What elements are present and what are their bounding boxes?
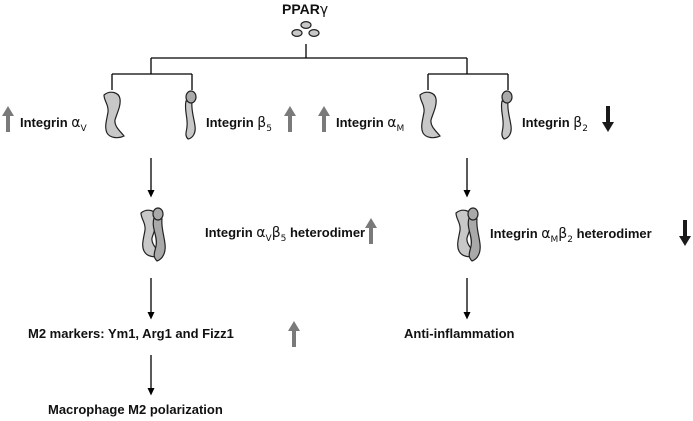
pparg-ligand-icon [291,21,320,38]
m2-markers-arrow-up [288,321,300,347]
integrin-beta-2-protein-icon [500,90,513,140]
tree-connector [111,44,509,90]
integrin-beta-5-protein-icon [184,90,197,140]
integrin-alpha-v-arrow-up [2,106,14,132]
integrin-beta-2-arrow-down [602,106,614,132]
m2-markers-label: M2 markers: Ym1, Arg1 and Fizz1 [28,326,234,341]
macrophage-m2-polarization-label: Macrophage M2 polarization [48,402,223,417]
anti-inflammation-label: Anti-inflammation [404,326,515,341]
integrin-alpha-v-protein-icon [103,91,125,139]
integrin-alpha-v-beta-5-heterodimer-icon [140,207,166,262]
integrin-alpha-v-beta-5-heterodimer-label: Integrin αVβ5 heterodimer [205,225,365,244]
pparg-title: PPARγ [282,1,328,18]
integrin-alpha-m-arrow-up [318,106,330,132]
integrin-alpha-v-label: Integrin αV [20,115,88,134]
integrin-beta-5-label: Integrin β5 [206,115,272,134]
heterodimer-alpha-v-beta-5-arrow-up [365,218,377,244]
integrin-alpha-m-beta-2-heterodimer-label: Integrin αMβ2 heterodimer [490,226,652,245]
integrin-alpha-m-beta-2-heterodimer-icon [455,207,481,262]
integrin-beta-2-label: Integrin β2 [522,115,588,134]
integrin-beta-5-arrow-up [284,106,296,132]
integrin-alpha-m-protein-icon [419,91,441,139]
integrin-alpha-m-label: Integrin αM [336,115,404,134]
heterodimer-alpha-m-beta-2-arrow-down [679,220,691,246]
